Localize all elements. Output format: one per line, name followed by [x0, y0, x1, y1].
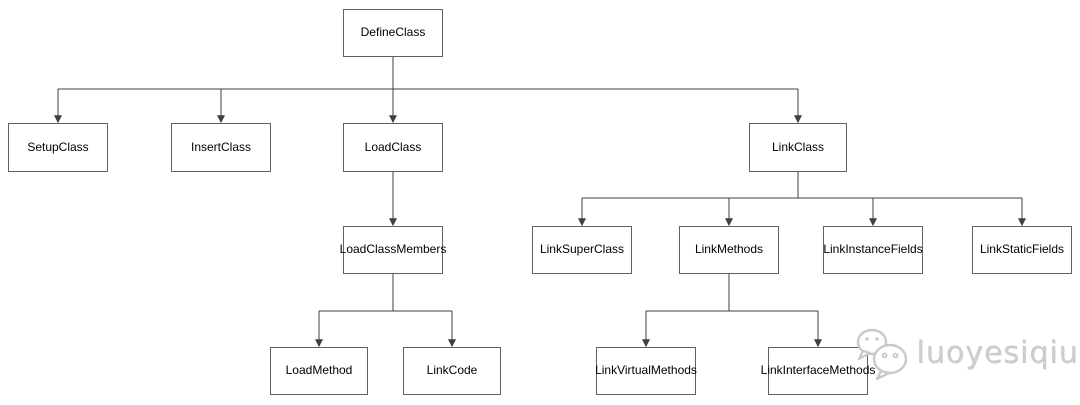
node-link-static-fields: LinkStaticFields: [972, 226, 1072, 274]
node-link-class: LinkClass: [749, 123, 847, 172]
node-link-super-class: LinkSuperClass: [532, 226, 632, 274]
node-setup-class: SetupClass: [8, 123, 108, 172]
node-load-class-members: LoadClassMembers: [340, 226, 446, 274]
node-define-class: DefineClass: [343, 9, 443, 57]
node-link-methods: LinkMethods: [679, 226, 779, 274]
node-link-instance-fields: LinkInstanceFields: [823, 226, 923, 274]
node-link-virtual-methods: LinkVirtualMethods: [595, 347, 697, 395]
node-load-class: LoadClass: [343, 123, 443, 172]
node-load-method: LoadMethod: [270, 347, 368, 395]
node-link-interface-methods: LinkInterfaceMethods: [761, 347, 875, 395]
node-insert-class: InsertClass: [171, 123, 271, 172]
node-link-code: LinkCode: [403, 347, 501, 395]
